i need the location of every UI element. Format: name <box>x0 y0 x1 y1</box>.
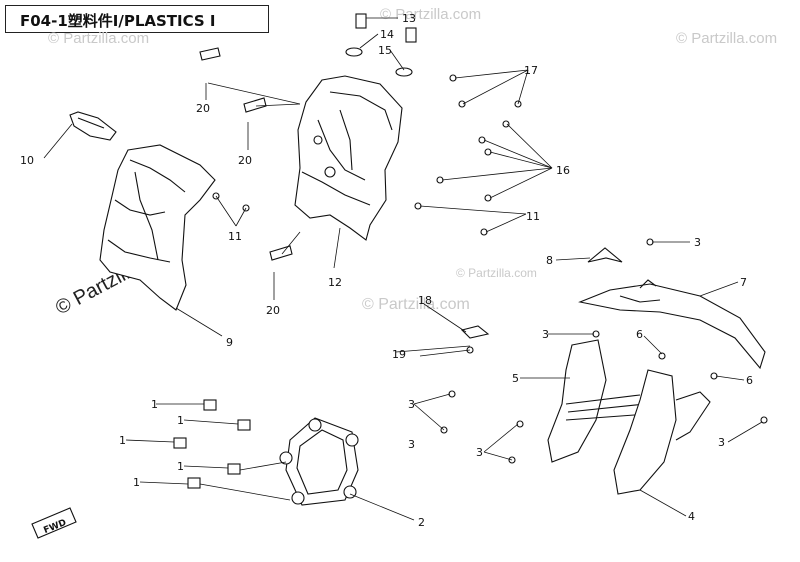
part-12-shape <box>294 75 403 241</box>
callout-label: 20 <box>238 154 252 167</box>
part-13-bolt <box>355 13 367 29</box>
callout-label: 15 <box>378 44 392 57</box>
part-20-strip <box>243 97 267 113</box>
callout-label: 6 <box>746 374 753 387</box>
fwd-arrow-icon <box>31 507 77 539</box>
watermark: © Partzilla.com <box>362 296 470 313</box>
part-14-grommet <box>345 47 363 57</box>
callout-label: 13 <box>402 12 416 25</box>
callout-label: 20 <box>266 304 280 317</box>
callout-label: 16 <box>556 164 570 177</box>
callout-label: 7 <box>740 276 747 289</box>
callout-label: 12 <box>328 276 342 289</box>
watermark: © Partzilla.com <box>456 266 537 280</box>
part-4-shape <box>613 369 677 495</box>
part-7-shape <box>578 283 766 370</box>
callout-label: 5 <box>512 372 519 385</box>
part-9-shape <box>99 144 216 311</box>
watermark: © Partzilla.com <box>676 30 778 47</box>
callout-label: 11 <box>228 230 242 243</box>
callout-label: 3 <box>542 328 549 341</box>
part-1-bolt <box>227 463 241 475</box>
part-1-bolt <box>173 437 187 449</box>
part-1-bolt <box>187 477 201 489</box>
callout-label: 3 <box>718 436 725 449</box>
part-1-bolt <box>237 419 251 431</box>
callout-label: 4 <box>688 510 695 523</box>
callout-label: 19 <box>392 348 406 361</box>
callout-label: 2 <box>418 516 425 529</box>
callout-label: 11 <box>526 210 540 223</box>
part-5-shape <box>547 339 607 463</box>
callout-label: 1 <box>119 434 126 447</box>
callout-label: 20 <box>196 102 210 115</box>
part-20-strip <box>269 245 293 261</box>
watermark: © Partzilla.com <box>380 6 482 23</box>
part-18-shape <box>460 325 490 339</box>
callout-label: 6 <box>636 328 643 341</box>
callout-label: 3 <box>694 236 701 249</box>
callout-label: 8 <box>546 254 553 267</box>
callout-label: 1 <box>151 398 158 411</box>
part-13-bolt <box>405 27 417 43</box>
callout-label: 18 <box>418 294 432 307</box>
callout-label: 3 <box>408 438 415 451</box>
callout-label: 1 <box>133 476 140 489</box>
callout-label: 1 <box>177 460 184 473</box>
part-8-shape <box>587 247 623 263</box>
callout-label: 17 <box>524 64 538 77</box>
part-15-grommet <box>395 67 413 77</box>
watermark: © Partzilla.com <box>48 30 150 47</box>
part-1-bolt <box>203 399 217 411</box>
callout-label: 3 <box>476 446 483 459</box>
diagram-title: F04-1塑料件Ⅰ/PLASTICS Ⅰ <box>20 12 216 30</box>
part-20-strip <box>199 47 221 61</box>
callout-label: 10 <box>20 154 34 167</box>
diagram-title-box: F04-1塑料件Ⅰ/PLASTICS Ⅰ <box>5 5 269 33</box>
callout-label: 1 <box>177 414 184 427</box>
callout-label: 14 <box>380 28 394 41</box>
callout-label: 9 <box>226 336 233 349</box>
part-10-shape <box>69 111 117 141</box>
callout-label: 3 <box>408 398 415 411</box>
